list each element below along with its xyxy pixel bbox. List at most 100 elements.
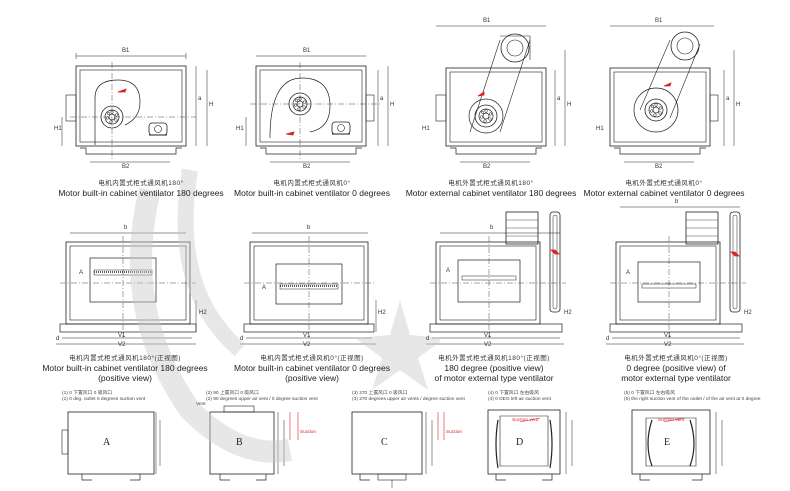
dim-b1: B1	[483, 18, 491, 24]
dim-d: d	[606, 336, 610, 342]
suction-label-b: Suction	[300, 430, 316, 435]
caption-en-1: 180 degree (positive view)	[444, 363, 544, 373]
letter-a: A	[103, 437, 111, 448]
note-en: (4) 0 DEG left air suction vent	[488, 396, 551, 402]
caption-en: Motor external cabinet ventilator 180 de…	[405, 188, 577, 198]
caption-cn: 电机内置式柜式通风机0°	[273, 180, 351, 187]
note-en: (5) the right suction vent of the outlet…	[624, 396, 761, 402]
dim-aa: A	[262, 285, 267, 291]
dim-aa: A	[626, 270, 631, 276]
caption-cn: 电机外置式柜式通风机0°(正视图)	[624, 355, 728, 362]
dim-aa: A	[79, 270, 84, 276]
caption-mid-2: 电机内置式柜式通风机0°(正视图) Motor built-in cabinet…	[222, 355, 402, 383]
caption-en-1: Motor built-in cabinet ventilator 180 de…	[42, 363, 208, 373]
caption-mid-3: 电机外置式柜式通风机180°(正视图) 180 degree (positive…	[408, 355, 580, 383]
letter-d: D	[516, 437, 524, 448]
dim-v1: V1	[118, 333, 126, 339]
dim-v2: V2	[664, 342, 672, 348]
note-cn: (3) 270 上置风口 0 吸风口	[352, 391, 408, 396]
caption-en: Motor built-in cabinet ventilator 0 degr…	[234, 188, 390, 198]
note-e: (5) 0 下置风口 左右吸风 (5) the right suction ve…	[624, 391, 761, 402]
dim-h1: H1	[422, 126, 430, 132]
dim-h2: H2	[744, 310, 752, 316]
note-cn: (2) 90 上置风口 0 吸风口	[206, 391, 259, 396]
dim-a: a	[557, 96, 561, 102]
letter-b: B	[236, 437, 243, 448]
caption-en-2: motor external type ventilator	[621, 373, 731, 383]
dim-h: H	[209, 102, 214, 108]
caption-en-1: 0 degree (positive view) of	[626, 363, 726, 373]
dim-b2: B2	[655, 164, 663, 170]
top-view-2	[245, 55, 389, 163]
dim-h2: H2	[378, 310, 386, 316]
vent-label: Vent	[196, 402, 206, 407]
dim-d: d	[426, 336, 430, 342]
dim-b2: B2	[483, 164, 491, 170]
dim-h: H	[567, 102, 572, 108]
config-view-a	[61, 411, 161, 481]
dim-v1: V1	[303, 333, 311, 339]
dim-v2: V2	[118, 342, 126, 348]
dim-a: a	[726, 96, 730, 102]
dim-b: b	[307, 225, 311, 231]
note-cn: (5) 0 下置风口 左右吸风	[624, 391, 675, 396]
dim-h1: H1	[54, 126, 62, 132]
caption-en-1: Motor built-in cabinet ventilator 0 degr…	[234, 363, 390, 373]
dim-h2: H2	[564, 310, 572, 316]
dim-h1: H1	[596, 126, 604, 132]
config-view-b	[209, 405, 299, 481]
dim-v2: V2	[484, 342, 492, 348]
caption-en-2: of motor external type ventilator	[434, 373, 554, 383]
dim-b: b	[490, 225, 494, 231]
note-a: (1) 0 下置风口 0 吸风口 (1) 0 deg. outlet 0 deg…	[62, 391, 145, 402]
note-cn: (4) 0 下置风口 左右吸风	[488, 391, 539, 396]
front-view-4	[606, 206, 746, 345]
dim-b1: B1	[122, 48, 130, 54]
caption-top-4: 电机外置式柜式通风机0° Motor external cabinet vent…	[578, 180, 750, 198]
config-view-e	[631, 409, 723, 481]
caption-cn: 电机外置式柜式通风机180°(正视图)	[438, 355, 550, 362]
caption-mid-4: 电机外置式柜式通风机0°(正视图) 0 degree (positive vie…	[596, 355, 756, 383]
dim-b: b	[675, 199, 679, 205]
config-view-d	[487, 409, 573, 481]
caption-cn: 电机内置式柜式通风机180°	[98, 180, 184, 187]
watermark-logo	[130, 168, 440, 463]
dim-v2: V2	[303, 342, 311, 348]
dim-aa: A	[446, 268, 451, 274]
caption-en: Motor external cabinet ventilator 0 degr…	[583, 188, 745, 198]
dim-h: H	[736, 102, 741, 108]
letter-c: C	[381, 437, 388, 448]
note-c: (3) 270 上置风口 0 吸风口 (3) 270 degrees upper…	[352, 391, 465, 402]
dim-b: b	[124, 225, 128, 231]
note-d: (4) 0 下置风口 左右吸风 (4) 0 DEG left air sucti…	[488, 391, 551, 402]
caption-en-2: (positive view)	[285, 373, 339, 383]
front-view-1	[56, 232, 197, 345]
dim-b2: B2	[122, 164, 130, 170]
top-view-4	[609, 25, 735, 163]
dim-b1: B1	[655, 18, 663, 24]
dim-v1: V1	[484, 333, 492, 339]
front-view-2	[240, 232, 377, 345]
caption-top-1: 电机内置式柜式通风机180° Motor built-in cabinet ve…	[46, 180, 236, 198]
caption-en-2: (positive view)	[98, 373, 152, 383]
dim-a: a	[380, 96, 384, 102]
caption-top-3: 电机外置式柜式通风机180° Motor external cabinet ve…	[398, 180, 584, 198]
config-view-c	[351, 411, 445, 488]
note-en: (3) 270 degrees upper air vents / degree…	[352, 396, 465, 402]
caption-cn: 电机内置式柜式通风机180°(正视图)	[69, 355, 181, 362]
caption-cn: 电机内置式柜式通风机0°(正视图)	[260, 355, 364, 362]
dim-a: a	[198, 96, 202, 102]
dim-v1: V1	[664, 333, 672, 339]
suction-label-c: Suction	[446, 430, 462, 435]
note-en: (2) 90 degrees upper air vent / 0 degree…	[206, 396, 318, 402]
top-view-1	[61, 53, 208, 163]
caption-top-2: 电机内置式柜式通风机0° Motor built-in cabinet vent…	[222, 180, 402, 198]
caption-cn: 电机外置式柜式通风机180°	[448, 180, 534, 187]
dim-d: d	[56, 336, 60, 342]
dim-d: d	[240, 336, 244, 342]
caption-en: Motor built-in cabinet ventilator 180 de…	[58, 188, 224, 198]
top-view-3	[435, 25, 566, 163]
caption-cn: 电机外置式柜式通风机0°	[625, 180, 703, 187]
front-view-3	[426, 211, 566, 345]
